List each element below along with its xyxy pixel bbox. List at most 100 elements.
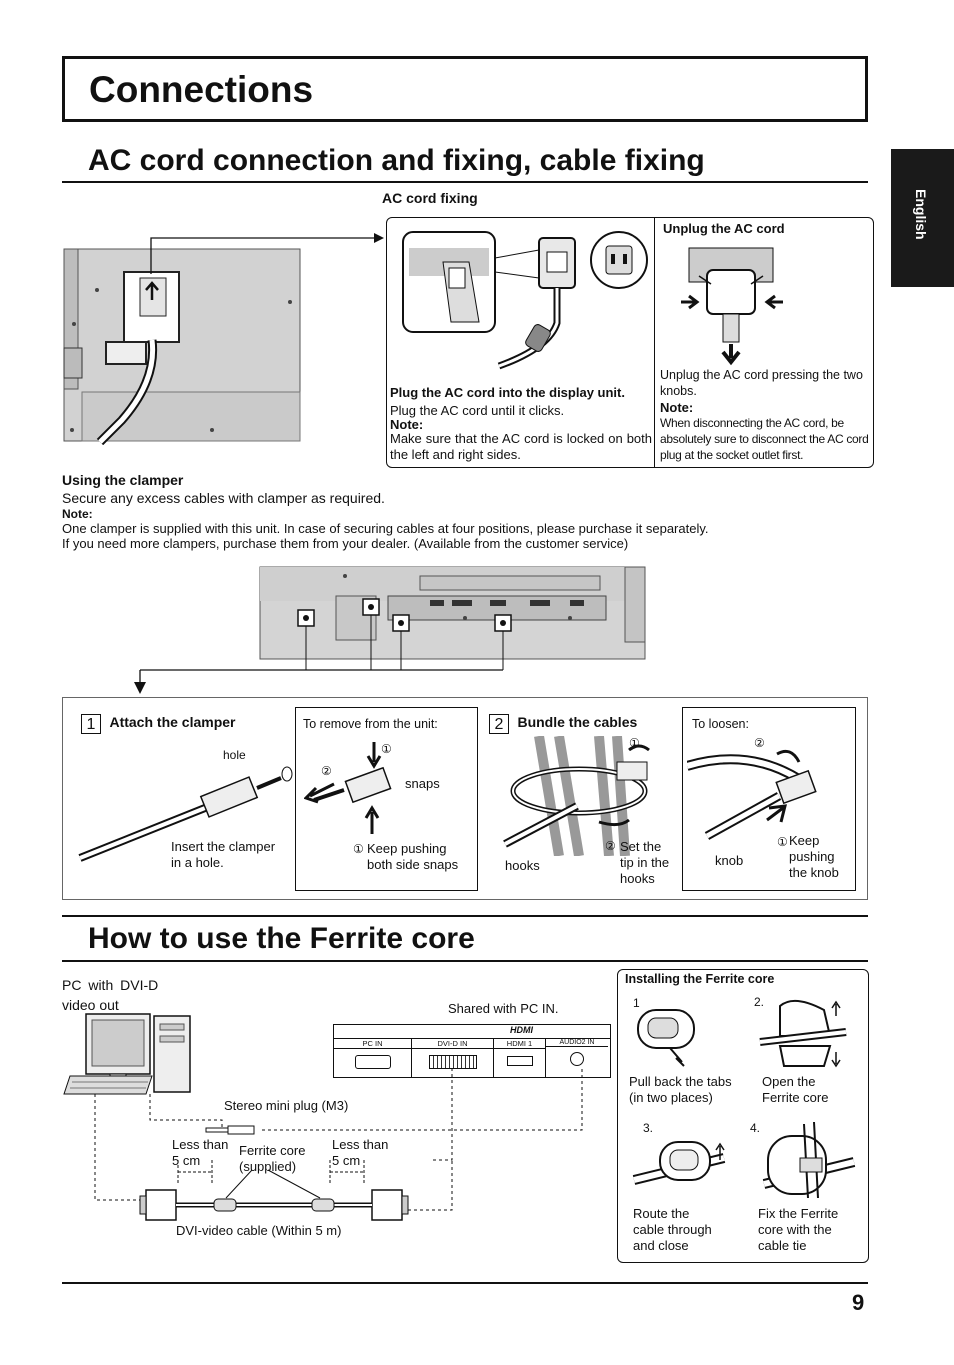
remove-illustration: [304, 738, 414, 838]
install-step3-line1: Route the: [633, 1206, 712, 1222]
install-step3-text: Route the cable through and close: [633, 1206, 712, 1254]
install-step3-line3: and close: [633, 1238, 712, 1254]
panel-ports: PC IN DVI-D IN HDMI 1 AUDIO2 IN: [334, 1039, 610, 1077]
loosen-keep-text: Keep pushing the knob: [789, 833, 839, 881]
less-than-right-line1: Less than: [332, 1137, 388, 1153]
section-heading-ferrite: How to use the Ferrite core: [88, 922, 475, 956]
bundle-cables-illustration: [499, 736, 679, 856]
language-tab-label: English: [913, 189, 929, 240]
install-step4-line3: cable tie: [758, 1238, 838, 1254]
installing-title: Installing the Ferrite core: [625, 972, 774, 987]
remove-keep-text: Keep pushing both side snaps: [367, 841, 458, 873]
step2-number: 2: [489, 714, 509, 734]
port-audio: AUDIO2 IN: [546, 1039, 608, 1077]
port-dvi-in-label: DVI-D IN: [412, 1039, 493, 1049]
clamper-note-label: Note:: [62, 507, 93, 522]
less-than-left-line2: 5 cm: [172, 1153, 228, 1169]
clamper-line1: Secure any excess cables with clamper as…: [62, 490, 385, 506]
port-hdmi: HDMI 1: [494, 1039, 546, 1077]
install-step2-line2: Ferrite core: [762, 1090, 828, 1106]
unplug-note-text: When disconnecting the AC cord, be absol…: [660, 415, 872, 463]
input-panel: HDMI PC IN DVI-D IN HDMI 1 AUDIO2 IN: [333, 1024, 611, 1078]
clamper-note-line2: If you need more clampers, purchase them…: [62, 536, 628, 552]
loosen-circled-1: ①: [777, 835, 788, 850]
step1-insert-text: Insert the clamper in a hole.: [171, 839, 275, 871]
dvi-port-icon: [429, 1055, 477, 1069]
loosen-title: To loosen:: [692, 717, 749, 732]
page-title: Connections: [89, 69, 313, 111]
remove-keep-line2: both side snaps: [367, 857, 458, 873]
dvi-cable-label: DVI-video cable (Within 5 m): [176, 1223, 341, 1238]
pc-label-line1: PC with DVI-D: [62, 975, 158, 995]
ac-cord-fixing-label: AC cord fixing: [382, 191, 478, 207]
hdmi-logo: HDMI: [510, 1025, 533, 1035]
footer-rule: [62, 1282, 868, 1284]
install-steps-1-2-illustration: [624, 996, 864, 1076]
loosen-keep-line3: the knob: [789, 865, 839, 881]
install-step4-line2: core with the: [758, 1222, 838, 1238]
stereo-label: Stereo mini plug (M3): [224, 1098, 348, 1113]
step2-set-line2: tip in the: [620, 855, 669, 871]
step1-number: 1: [81, 714, 101, 734]
section-rule: [62, 181, 868, 183]
clamper-note-line1: One clamper is supplied with this unit. …: [62, 521, 709, 537]
step2-hooks-label: hooks: [505, 858, 540, 873]
install-step3-line2: cable through: [633, 1222, 712, 1238]
unplug-illustration: [677, 246, 777, 366]
ac-cord-fixing-box: Plug the AC cord into the display unit. …: [386, 217, 874, 468]
ferrite-core-line2: (supplied): [239, 1159, 305, 1175]
installing-ferrite-box: Installing the Ferrite core 1 2. Pull ba…: [617, 969, 869, 1263]
unplug-line1: Unplug the AC cord pressing the two knob…: [660, 368, 872, 399]
install-step4-text: Fix the Ferrite core with the cable tie: [758, 1206, 838, 1254]
remove-title: To remove from the unit:: [303, 717, 438, 732]
unplug-title: Unplug the AC cord: [663, 221, 785, 237]
step2-circled-2: ②: [605, 839, 616, 854]
pc-label: PC with DVI-D video out: [62, 975, 158, 1015]
section-rule: [62, 960, 868, 962]
plug-in-title: Plug the AC cord into the display unit.: [390, 385, 625, 401]
port-hdmi-label: HDMI 1: [494, 1039, 545, 1049]
language-tab: English: [891, 149, 954, 287]
loosen-keep-line1: Keep: [789, 833, 839, 849]
clamper-title: Using the clamper: [62, 473, 183, 489]
install-step2-line1: Open the: [762, 1074, 828, 1090]
step1-title: Attach the clamper: [109, 714, 235, 730]
vga-port-icon: [355, 1055, 391, 1069]
port-pc-in: PC IN: [334, 1039, 412, 1077]
ferrite-core-label: Ferrite core (supplied): [239, 1143, 305, 1175]
plug-in-illustration: [399, 228, 649, 378]
section-heading-ac-cord: AC cord connection and fixing, cable fix…: [88, 144, 705, 178]
unplug-note-label: Note:: [660, 400, 693, 416]
page-title-box: Connections: [62, 56, 868, 122]
loosen-keep-line2: pushing: [789, 849, 839, 865]
display-back-illustration: [62, 230, 392, 445]
less-than-left: Less than 5 cm: [172, 1137, 228, 1169]
clamper-steps-box: 1 Attach the clamper hole Insert the cla…: [62, 697, 868, 900]
audio-port-icon: [570, 1052, 584, 1066]
display-bottom-illustration: [130, 566, 650, 696]
less-than-right: Less than 5 cm: [332, 1137, 388, 1169]
port-dvi-in: DVI-D IN: [412, 1039, 494, 1077]
plug-in-note-text: Make sure that the AC cord is locked on …: [390, 431, 652, 462]
install-step1-line1: Pull back the tabs: [629, 1074, 732, 1090]
install-step4-line1: Fix the Ferrite: [758, 1206, 838, 1222]
step1-heading: 1 Attach the clamper: [81, 714, 236, 734]
loosen-box: To loosen: ② knob ① Keep pushing the kno…: [682, 707, 856, 891]
section-rule-top: [62, 915, 868, 917]
less-than-left-line1: Less than: [172, 1137, 228, 1153]
less-than-right-line2: 5 cm: [332, 1153, 388, 1169]
remove-circled-1b: ①: [353, 842, 364, 857]
page-number: 9: [852, 1290, 864, 1316]
step2-set-text: Set the tip in the hooks: [620, 839, 669, 887]
port-audio-label: AUDIO2 IN: [546, 1039, 608, 1047]
step2-heading: 2 Bundle the cables: [489, 714, 637, 734]
remove-keep-line1: Keep pushing: [367, 841, 458, 857]
step2-set-line1: Set the: [620, 839, 669, 855]
install-steps-3-4-illustration: [624, 1118, 864, 1208]
install-step1-line2: (in two places): [629, 1090, 732, 1106]
install-step1-text: Pull back the tabs (in two places): [629, 1074, 732, 1106]
hdmi-port-icon: [507, 1056, 533, 1066]
step2-set-line3: hooks: [620, 871, 669, 887]
remove-from-unit-box: To remove from the unit: ① ② snaps ① Kee…: [295, 707, 478, 891]
shared-label: Shared with PC IN.: [448, 1001, 559, 1016]
